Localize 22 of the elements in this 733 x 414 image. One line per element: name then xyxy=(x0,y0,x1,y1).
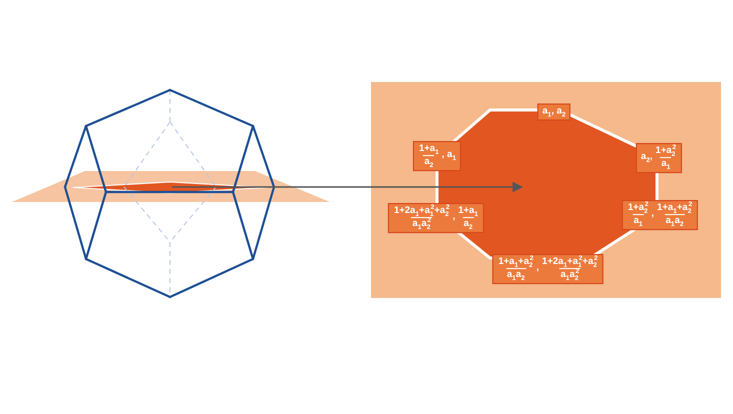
formula-text: , xyxy=(651,210,654,220)
fraction-denominator: a$_{1}$ xyxy=(660,157,672,170)
fraction-denominator: a$_{2}$ xyxy=(462,217,474,230)
formula-label xyxy=(537,104,571,120)
formula-text: , xyxy=(452,212,456,224)
arrow xyxy=(172,182,524,192)
panel-background xyxy=(371,82,721,298)
formula-text: a$_{2}$, xyxy=(640,152,653,164)
fraction-denominator: a$_{2}$ xyxy=(423,155,434,168)
fraction-denominator: a$_{1}$a$_{2}$ xyxy=(664,214,685,227)
formula-label xyxy=(492,254,604,284)
fraction-denominator: a$_{1}$a$_{2}$ xyxy=(506,268,526,281)
formula-text: a$_{1}$, a$_{2}$ xyxy=(542,106,566,118)
formula-label xyxy=(388,203,484,233)
formula-label xyxy=(412,141,462,171)
fraction-numerator: 1+a$_{1}$ xyxy=(418,144,440,155)
formula-text: , a$_{1}$ xyxy=(442,150,456,162)
formula-label xyxy=(622,200,698,230)
formula-label xyxy=(636,143,682,173)
fraction-denominator: a$_{1}$ xyxy=(632,214,644,227)
fraction-numerator: 1+a$_{1}$ xyxy=(457,206,480,217)
formula-text: , xyxy=(536,264,540,274)
